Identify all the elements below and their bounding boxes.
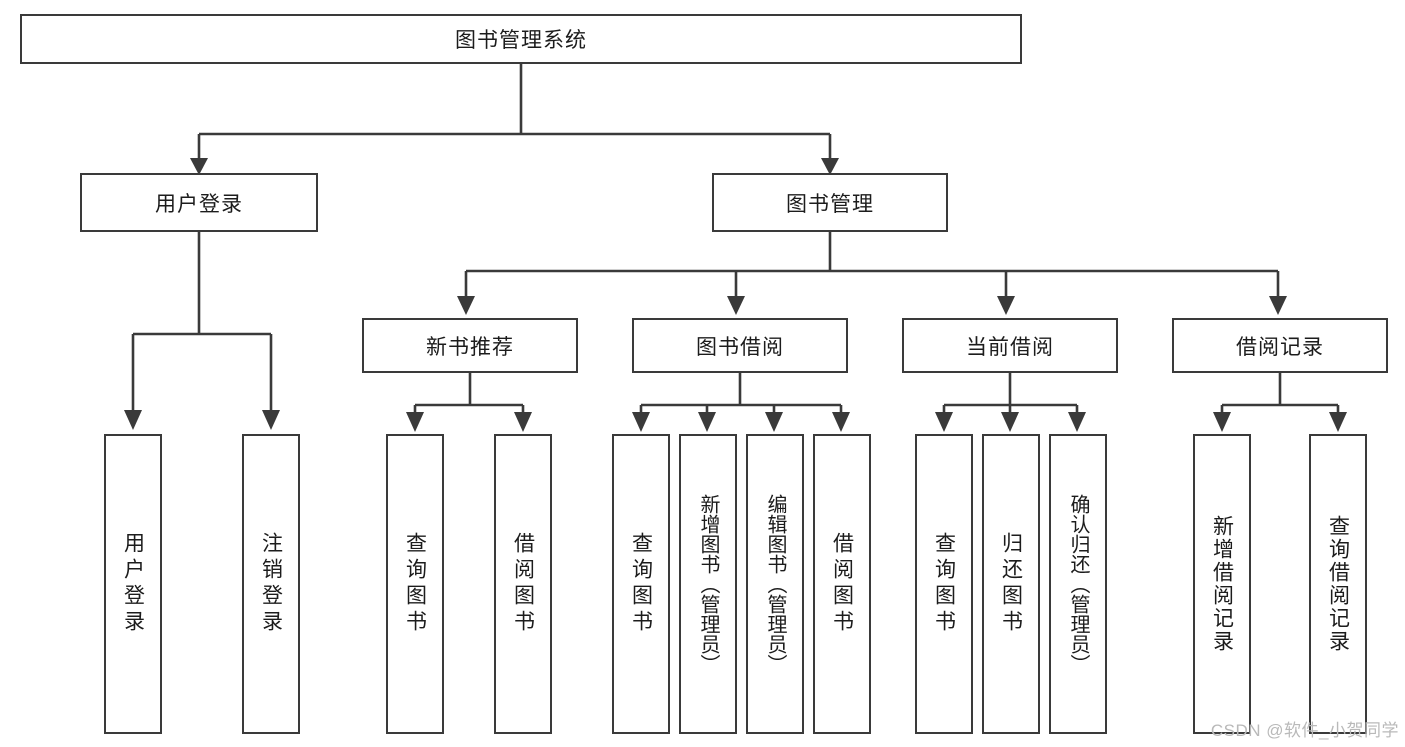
- arrow-user-login: [190, 158, 208, 175]
- node-book-management[interactable]: 图书管理: [712, 173, 948, 232]
- arrow-book-borrow: [727, 296, 745, 315]
- leaf-new-book-borrow-book[interactable]: 借阅图书: [494, 434, 552, 734]
- arrow-new-book-leaf1: [406, 412, 424, 432]
- arrow-borrow-record-leaf2: [1329, 412, 1347, 432]
- arrow-book-borrow-leaf4: [832, 412, 850, 432]
- leaf-user-logout[interactable]: 注销登录: [242, 434, 300, 734]
- arrow-book-manage: [821, 158, 839, 175]
- leaf-book-borrow-borrow-book[interactable]: 借阅图书: [813, 434, 871, 734]
- arrow-book-borrow-leaf1: [632, 412, 650, 432]
- node-new-book-recommend[interactable]: 新书推荐: [362, 318, 578, 373]
- arrow-current-borrow-leaf2: [1001, 412, 1019, 432]
- node-borrow-record[interactable]: 借阅记录: [1172, 318, 1388, 373]
- leaf-borrow-record-add-record[interactable]: 新增借阅记录: [1193, 434, 1251, 734]
- arrow-borrow-record: [1269, 296, 1287, 315]
- leaf-book-borrow-query-book[interactable]: 查询图书: [612, 434, 670, 734]
- arrow-current-borrow-leaf1: [935, 412, 953, 432]
- leaf-book-borrow-edit-book-admin[interactable]: 编辑图书（管理员）: [746, 434, 804, 734]
- watermark: CSDN @软件_小贺同学: [1210, 721, 1399, 740]
- leaf-borrow-record-query-record[interactable]: 查询借阅记录: [1309, 434, 1367, 734]
- node-current-borrow[interactable]: 当前借阅: [902, 318, 1118, 373]
- leaf-current-borrow-return-book[interactable]: 归还图书: [982, 434, 1040, 734]
- arrow-borrow-record-leaf1: [1213, 412, 1231, 432]
- arrow-new-book: [457, 296, 475, 315]
- node-root-system[interactable]: 图书管理系统: [20, 14, 1022, 64]
- node-book-borrow[interactable]: 图书借阅: [632, 318, 848, 373]
- arrow-user-login-leaf1: [124, 410, 142, 430]
- arrow-current-borrow-leaf3: [1068, 412, 1086, 432]
- arrow-book-borrow-leaf3: [765, 412, 783, 432]
- arrow-user-login-leaf2: [262, 410, 280, 430]
- leaf-new-book-query-book[interactable]: 查询图书: [386, 434, 444, 734]
- leaf-current-borrow-query-book[interactable]: 查询图书: [915, 434, 973, 734]
- arrow-new-book-leaf2: [514, 412, 532, 432]
- node-user-login[interactable]: 用户登录: [80, 173, 318, 232]
- leaf-user-login[interactable]: 用户登录: [104, 434, 162, 734]
- arrow-book-borrow-leaf2: [698, 412, 716, 432]
- arrow-current-borrow: [997, 296, 1015, 315]
- leaf-current-borrow-confirm-return-admin[interactable]: 确认归还（管理员）: [1049, 434, 1107, 734]
- leaf-book-borrow-add-book-admin[interactable]: 新增图书（管理员）: [679, 434, 737, 734]
